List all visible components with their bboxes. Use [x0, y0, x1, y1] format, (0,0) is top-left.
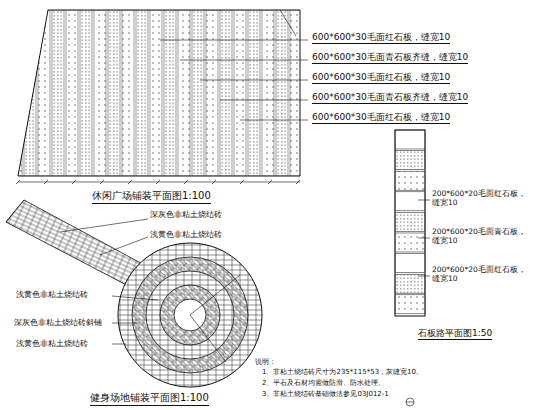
note-text: 3、非粘土烧结砖基础做法参见03J012-1	[262, 390, 389, 398]
material-label: 600*600*30毛面红石板，缝宽10	[312, 72, 450, 84]
material-label: 浅黄色非粘土烧结砖	[150, 230, 222, 239]
material-label: 200*600*20毛面红石板，缝宽10	[432, 190, 532, 207]
material-label: 600*600*30毛面红石板，缝宽10	[312, 112, 450, 124]
material-label: 200*600*20毛面红石板，缝宽10	[432, 266, 532, 283]
material-label: 浅黄色非粘土烧结砖	[16, 290, 88, 299]
material-label: 深灰色非粘土烧结砖斜铺	[14, 318, 102, 327]
material-label: 200*600*20毛面青石板，缝宽10	[432, 228, 532, 245]
material-label: 600*600*30毛面青石板齐缝，缝宽10	[312, 52, 468, 64]
drawing-title: 石板路平面图1:50	[418, 328, 492, 340]
note-text: 1、非粘土烧结砖尺寸为235*115*53，灰缝宽10。	[262, 368, 423, 376]
drawing-title: 休闲广场铺装平面图1:100	[92, 190, 211, 204]
drawing-title: 健身场地铺装平面图1:100	[90, 392, 209, 406]
note-text: 2、平石及石材均需做防滑、防水处理。	[262, 379, 385, 387]
note-heading: 说明：	[255, 358, 276, 366]
material-label: 600*600*30毛面青石板齐缝，缝宽10	[312, 92, 468, 104]
material-label: 600*600*30毛面红石板，缝宽10	[312, 32, 450, 44]
material-label: 深灰色非粘土烧结砖	[150, 210, 222, 219]
material-label: 浅黄色非粘土烧结砖	[16, 339, 88, 348]
